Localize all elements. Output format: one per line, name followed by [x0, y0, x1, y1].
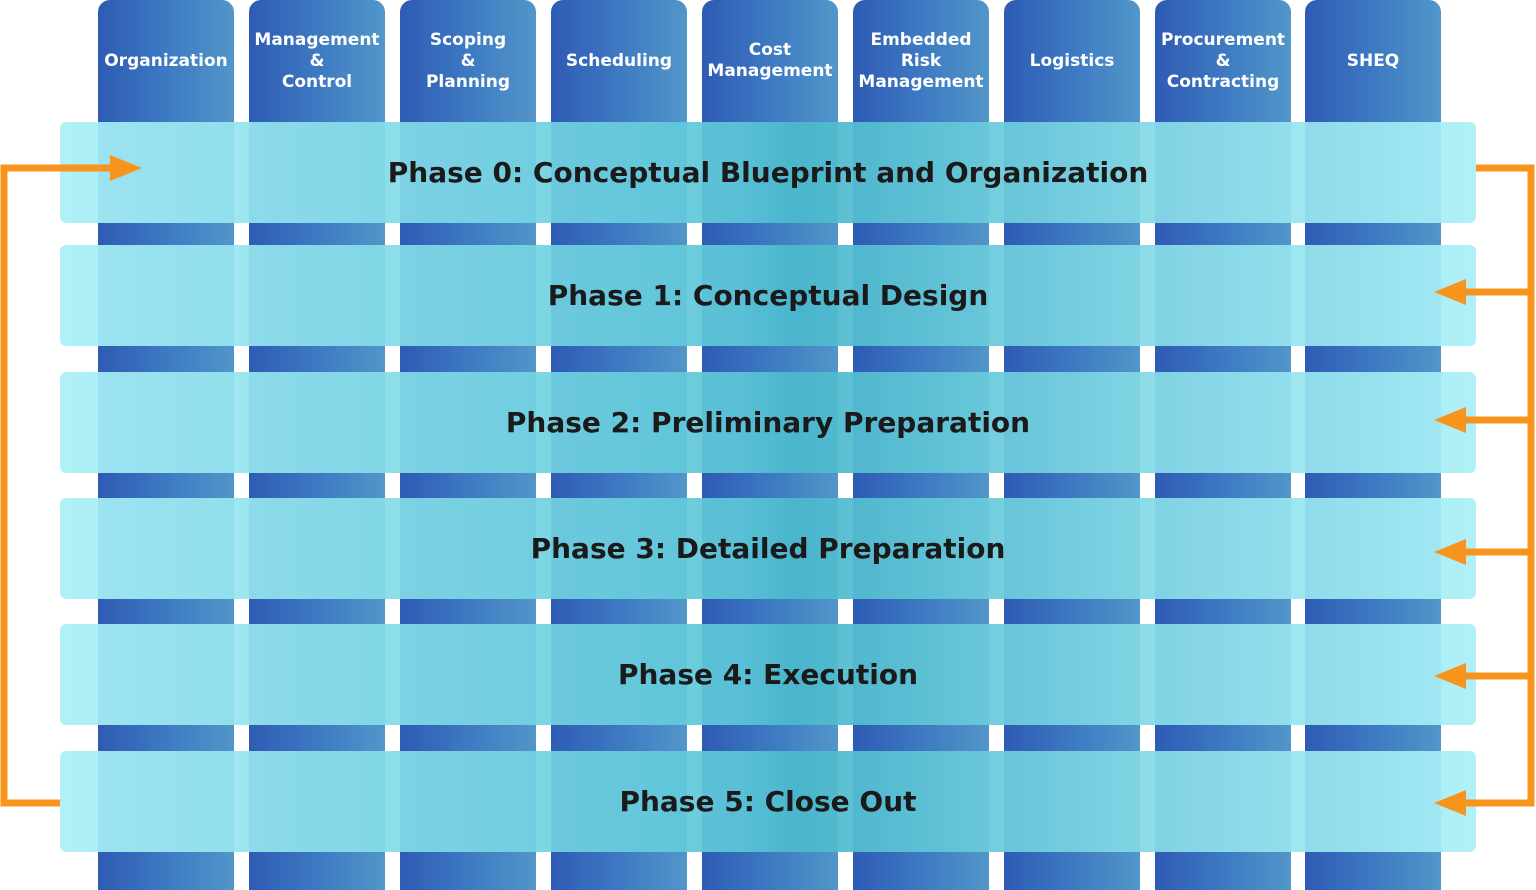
column-label: Scoping & Planning [425, 29, 511, 92]
right-spine-line [1466, 164, 1535, 807]
column-label: Logistics [1029, 50, 1115, 71]
column-label: Management & Control [254, 29, 380, 92]
column-label: Scheduling [565, 50, 673, 71]
column-label: SHEQ [1346, 50, 1400, 71]
phase-label: Phase 4: Execution [617, 658, 919, 691]
phase-band-0: Phase 0: Conceptual Blueprint and Organi… [60, 122, 1476, 223]
arrowhead-right [110, 155, 142, 181]
arrowhead-left-1 [1434, 279, 1466, 305]
phase-band-1: Phase 1: Conceptual Design [60, 245, 1476, 346]
left-loop-line [0, 164, 112, 807]
phase-label: Phase 0: Conceptual Blueprint and Organi… [387, 156, 1149, 189]
column-label: Cost Management [707, 40, 833, 81]
arrowhead-left-4 [1434, 663, 1466, 689]
arrowhead-left-2 [1434, 407, 1466, 433]
arrowhead-left-3 [1434, 539, 1466, 565]
phase-band-3: Phase 3: Detailed Preparation [60, 498, 1476, 599]
phase-label: Phase 2: Preliminary Preparation [505, 406, 1031, 439]
phase-label: Phase 3: Detailed Preparation [530, 532, 1006, 565]
phase-label: Phase 1: Conceptual Design [547, 279, 989, 312]
column-label: Procurement & Contracting [1160, 29, 1286, 92]
phase-band-4: Phase 4: Execution [60, 624, 1476, 725]
phase-band-2: Phase 2: Preliminary Preparation [60, 372, 1476, 473]
arrowhead-left-5 [1434, 790, 1466, 816]
column-label: Organization [104, 50, 228, 71]
phase-label: Phase 5: Close Out [619, 785, 917, 818]
column-label: Embedded Risk Management [858, 29, 984, 92]
phase-band-5: Phase 5: Close Out [60, 751, 1476, 852]
